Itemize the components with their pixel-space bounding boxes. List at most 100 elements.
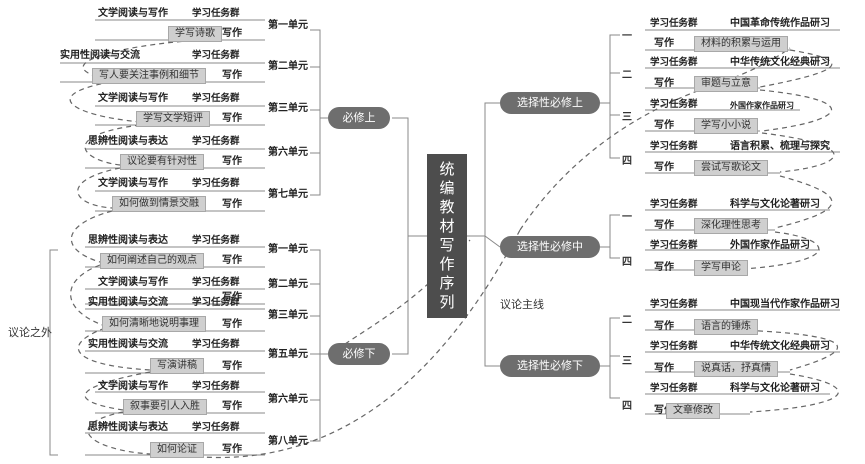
task-group-label: 学习任务群	[192, 93, 240, 104]
branch-bixiu-xia[interactable]: 必修下	[328, 343, 390, 365]
group-label: 外国作家作品研习	[730, 101, 794, 110]
section-number: 一	[622, 212, 632, 223]
task-group-label: 学习任务群	[192, 381, 240, 392]
group-label: 思辨性阅读与表达	[88, 136, 168, 147]
group-label: 中国革命传统作品研习	[730, 18, 830, 29]
section-number: 二	[622, 70, 632, 81]
group-label: 文学阅读与写作	[98, 381, 168, 392]
task-group-label: 学习任务群	[650, 383, 698, 394]
task-group-label: 学习任务群	[192, 178, 240, 189]
unit-label: 第六单元	[268, 394, 308, 405]
group-label: 科学与文化论著研习	[730, 199, 820, 210]
task-group-label: 学习任务群	[650, 199, 698, 210]
group-label: 实用性阅读与交流	[88, 339, 168, 350]
task-group-label: 学习任务群	[650, 99, 698, 110]
center-title: 统编 教材 写作 序列	[427, 154, 467, 318]
writing-label: 写作	[222, 292, 242, 303]
writing-label: 写作	[654, 220, 674, 231]
unit-label: 第三单元	[268, 103, 308, 114]
unit-label: 第一单元	[268, 244, 308, 255]
writing-label: 写作	[222, 401, 242, 412]
topic-box[interactable]: 议论要有针对性	[120, 154, 204, 170]
writing-label: 写作	[654, 321, 674, 332]
unit-label: 第七单元	[268, 189, 308, 200]
writing-label: 写作	[222, 70, 242, 81]
group-label: 实用性阅读与交流	[60, 50, 140, 61]
task-group-label: 学习任务群	[650, 299, 698, 310]
task-group-label: 学习任务群	[192, 339, 240, 350]
group-label: 科学与文化论著研习	[730, 383, 820, 394]
topic-box[interactable]: 材料的积累与运用	[694, 36, 788, 52]
branch-xz-shang[interactable]: 选择性必修上	[500, 92, 600, 114]
section-number: 四	[622, 257, 632, 268]
group-label: 文学阅读与写作	[98, 93, 168, 104]
topic-box[interactable]: 文章修改	[666, 403, 720, 419]
topic-box[interactable]: 如何清晰地说明事理	[102, 316, 206, 332]
group-label: 文学阅读与写作	[98, 277, 168, 288]
topic-box[interactable]: 写人要关注事例和细节	[92, 68, 206, 84]
section-number: 四	[622, 156, 632, 167]
branch-bixiu-shang[interactable]: 必修上	[328, 107, 390, 129]
topic-box[interactable]: 学写申论	[694, 260, 748, 276]
unit-label: 第八单元	[268, 436, 308, 447]
group-label: 文学阅读与写作	[98, 8, 168, 19]
writing-label: 写作	[222, 361, 242, 372]
task-group-label: 学习任务群	[650, 18, 698, 29]
task-group-label: 学习任务群	[192, 235, 240, 246]
unit-label: 第三单元	[268, 310, 308, 321]
unit-label: 第二单元	[268, 279, 308, 290]
writing-label: 写作	[654, 38, 674, 49]
section-number: 三	[622, 356, 632, 367]
topic-box[interactable]: 说真话，抒真情	[694, 361, 778, 377]
section-number: 三	[622, 112, 632, 123]
task-group-label: 学习任务群	[650, 57, 698, 68]
task-group-label: 学习任务群	[192, 136, 240, 147]
task-group-label: 学习任务群	[192, 297, 240, 308]
topic-box[interactable]: 学写小小说	[694, 118, 758, 134]
section-number: 四	[622, 401, 632, 412]
writing-label: 写作	[654, 78, 674, 89]
topic-box[interactable]: 写演讲稿	[150, 358, 204, 374]
writing-label: 写作	[222, 113, 242, 124]
task-group-label: 学习任务群	[650, 240, 698, 251]
group-label: 外国作家作品研习	[730, 240, 810, 251]
topic-box[interactable]: 审题与立意	[694, 76, 758, 92]
writing-label: 写作	[222, 199, 242, 210]
group-label: 文学阅读与写作	[98, 178, 168, 189]
topic-box[interactable]: 尝试写歌论文	[694, 160, 768, 176]
group-label: 中华传统文化经典研习	[730, 57, 830, 68]
writing-label: 写作	[222, 28, 242, 39]
task-group-label: 学习任务群	[192, 422, 240, 433]
group-label: 思辨性阅读与表达	[88, 235, 168, 246]
topic-box[interactable]: 学写诗歌	[168, 26, 222, 42]
section-number: 二	[622, 315, 632, 326]
topic-box[interactable]: 如何论证	[150, 442, 204, 458]
branch-xz-zhong[interactable]: 选择性必修中	[500, 236, 600, 258]
branch-xz-xia[interactable]: 选择性必修下	[500, 355, 600, 377]
topic-box[interactable]: 如何做到情景交融	[112, 196, 206, 212]
outside-label: 议论之外	[8, 326, 52, 339]
section-number: 一	[622, 31, 632, 42]
mainline-label: 议论主线	[500, 298, 544, 311]
topic-box[interactable]: 语言的锤炼	[694, 319, 758, 335]
writing-label: 写作	[222, 319, 242, 330]
unit-label: 第五单元	[268, 349, 308, 360]
group-label: 中国现当代作家作品研习	[730, 299, 840, 310]
topic-box[interactable]: 学写文学短评	[136, 111, 210, 127]
writing-label: 写作	[654, 363, 674, 374]
writing-label: 写作	[654, 262, 674, 273]
writing-label: 写作	[654, 162, 674, 173]
topic-box[interactable]: 叙事要引人入胜	[123, 399, 207, 415]
group-label: 中华传统文化经典研习	[730, 341, 830, 352]
unit-label: 第六单元	[268, 147, 308, 158]
topic-box[interactable]: 如何阐述自己的观点	[100, 253, 204, 269]
task-group-label: 学习任务群	[192, 277, 240, 288]
task-group-label: 学习任务群	[650, 341, 698, 352]
unit-label: 第二单元	[268, 61, 308, 72]
group-label: 语言积累、梳理与探究	[730, 141, 830, 152]
topic-box[interactable]: 深化理性思考	[694, 218, 768, 234]
writing-label: 写作	[222, 156, 242, 167]
task-group-label: 学习任务群	[192, 50, 240, 61]
